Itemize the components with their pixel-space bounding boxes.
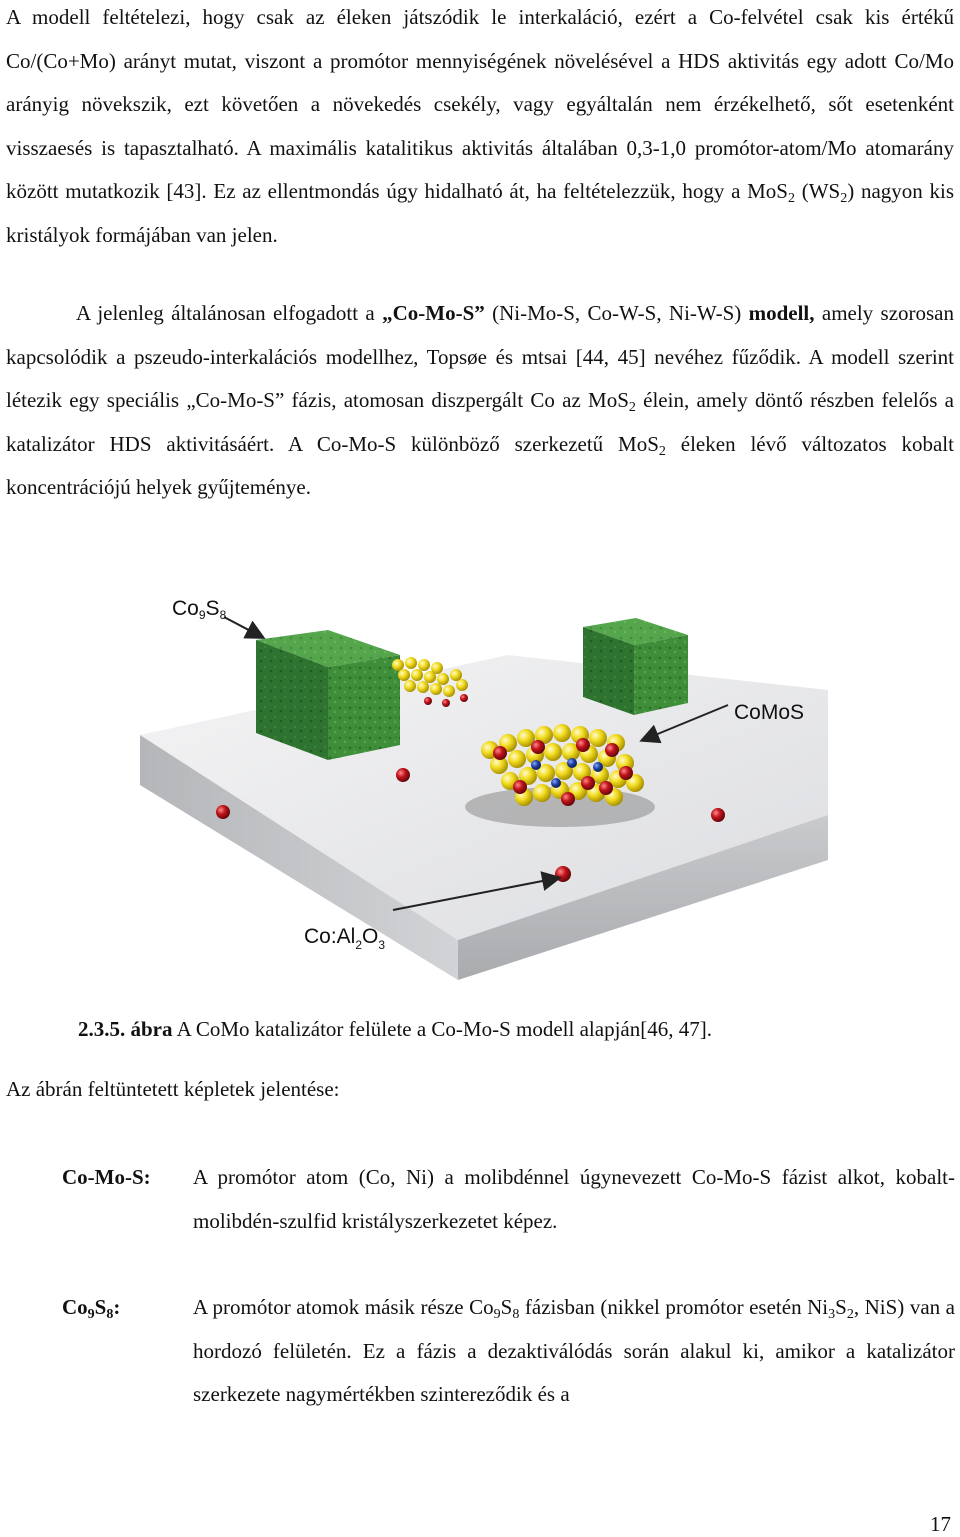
co9s8-cube-right: [583, 618, 688, 715]
comos-cluster-back: [392, 657, 468, 707]
definition-term-co9s8: Co9S8:: [62, 1295, 121, 1322]
caption-text: A CoMo katalizátor felülete a Co-Mo-S mo…: [172, 1017, 712, 1041]
paragraph-como-s-modell: A jelenleg általánosan elfogadott a „Co-…: [6, 292, 954, 510]
co9s8-arrow: [223, 616, 266, 639]
paragraph-interkalacio: A modell feltételezi, hogy csak az éleke…: [6, 0, 954, 258]
definition-body-como-s: A promótor atom (Co, Ni) a molibdénnel ú…: [193, 1165, 955, 1233]
subscript: 2: [840, 191, 848, 207]
subscript: 2: [658, 443, 666, 459]
coal2o3-label: Co:Al2O3: [304, 925, 385, 952]
alumina-support-side: [140, 735, 458, 980]
comos-cluster-front: [465, 724, 655, 827]
bold-term: modell,: [748, 301, 815, 325]
como-catalyst-figure: Co9S8 CoMoS Co:Al2O3: [128, 585, 828, 985]
comos-arrow: [639, 704, 729, 744]
caption-number: 2.3.5. ábra: [78, 1017, 173, 1041]
text-run: ) nagyon kis kristályok formájában van j…: [6, 179, 954, 247]
comos-label: CoMoS: [734, 701, 804, 724]
definition-term-como-s: Co-Mo-S:: [62, 1165, 151, 1189]
text-run: A jelenleg általánosan elfogadott a: [76, 301, 383, 325]
text-run: élein, amely döntő részben felelős a kat…: [6, 388, 954, 456]
coal2o3-arrow: [392, 871, 562, 911]
alumina-support-front: [458, 815, 828, 980]
definition-body-co9s8: A promótor atomok másik része Co9S8 fázi…: [193, 1295, 955, 1407]
co9s8-cube-left: [256, 630, 400, 760]
text-run: amely szorosan kapcsolódik a pszeudo-int…: [6, 301, 955, 413]
bold-term: „Co-Mo-S”: [382, 301, 485, 325]
co9s8-label: Co9S8: [172, 597, 227, 622]
subscript: 2: [787, 191, 795, 207]
catalyst-surface-illustration: Co9S8 CoMoS Co:Al2O3: [140, 597, 828, 980]
figure-caption: 2.3.5. ábra A CoMo katalizátor felülete …: [78, 1014, 712, 1044]
text-run: A modell feltételezi, hogy csak az éleke…: [6, 5, 954, 204]
page-number: 17: [930, 1512, 951, 1536]
subscript: 2: [628, 400, 636, 416]
text-run: éleken lévő változatos kobalt koncentrác…: [6, 431, 954, 500]
legend-intro: Az ábrán feltüntetett képletek jelentése…: [6, 1077, 340, 1101]
text-run: (WS: [794, 179, 841, 204]
text-run: (Ni-Mo-S, Co-W-S, Ni-W-S): [484, 301, 749, 325]
